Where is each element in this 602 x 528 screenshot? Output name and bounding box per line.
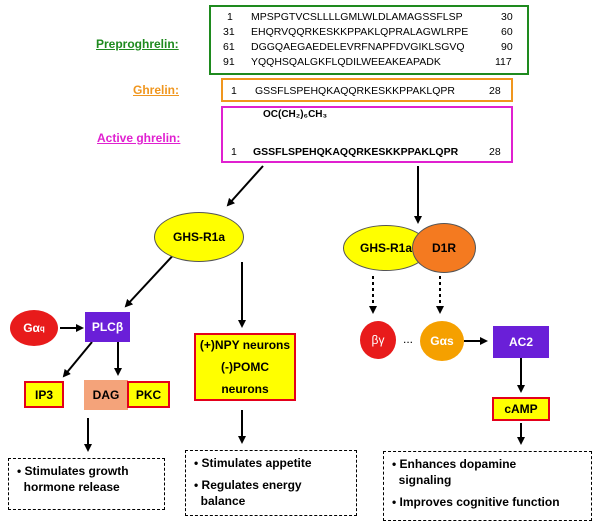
seq-row-2-end: 60 (501, 26, 513, 38)
outcome-middle-line-2: • Regulates energy (194, 478, 302, 492)
ghrelin-end: 28 (489, 85, 501, 97)
outcome-left-box: • Stimulates growth hormone release (8, 458, 165, 510)
outcome-left-line-1: • Stimulates growth (17, 464, 129, 478)
seq-row-2: EHQRVQQRKESKKPPAKLQPRALAGWLRPE (251, 26, 469, 38)
dag-node: DAG (84, 380, 128, 410)
plcb-node: PLCβ (85, 312, 130, 342)
outcome-right-line-3: • Improves cognitive function (392, 495, 560, 509)
ghrelin-seq: GSSFLSPEHQKAQQRKESKKPPAKLQPR (255, 85, 455, 97)
ghsr-left-node: GHS-R1a (154, 212, 244, 262)
active-ghrelin-box: OC(CH₂)₆CH₃ 1 GSSFLSPEHQKAQQRKESKKPPAKLQ… (221, 106, 513, 163)
outcome-right-line-2: signaling (392, 473, 452, 487)
arrow-ghsr-to-plcb (124, 249, 179, 308)
ghrelin-box: 1 GSSFLSPEHQKAQQRKESKKPPAKLQPR 28 (221, 78, 513, 102)
gas-node: Gαs (420, 321, 464, 361)
outcome-right-box: • Enhances dopamine signaling • Improves… (383, 451, 592, 521)
seq-row-2-start: 31 (223, 26, 235, 38)
active-start: 1 (231, 146, 237, 158)
ghrelin-start: 1 (231, 85, 237, 97)
pkc-node: PKC (127, 381, 170, 408)
arrow-plcb-to-ip3 (62, 341, 93, 378)
seq-row-3: DGGQAEGAEDELEVRFNAPFDVGIKLSGVQ (251, 41, 465, 53)
ip3-node: IP3 (24, 381, 64, 408)
arrow-active-to-ghsr-left (226, 165, 264, 207)
seq-row-3-end: 90 (501, 41, 513, 53)
seq-row-1: MPSPGTVCSLLLLGMLWLDLAMAGSSFLSP (251, 11, 463, 23)
outcome-right-line-1: • Enhances dopamine (392, 457, 517, 471)
d1r-node: D1R (412, 223, 476, 273)
active-end: 28 (489, 146, 501, 158)
beta-gamma-node: βγ (360, 321, 396, 359)
neurons-box: (+)NPY neurons (-)POMC neurons (194, 333, 296, 401)
outcome-middle-box: • Stimulates appetite • Regulates energy… (185, 450, 357, 516)
dots-connector: ... (402, 332, 413, 346)
camp-node: cAMP (492, 397, 550, 421)
seq-row-4: YQQHSQALGKFLQDILWEEAKEAPADK (251, 56, 441, 68)
npy-neurons: (+)NPY neurons (199, 338, 291, 352)
ghrelin-label: Ghrelin: (133, 83, 180, 97)
active-seq: GSSFLSPEHQKAQQRKESKKPPAKLQPR (253, 146, 459, 158)
gaq-main: Gα (23, 321, 40, 335)
seq-row-4-start: 91 (223, 56, 235, 68)
seq-row-4-end: 117 (495, 56, 512, 68)
active-ghrelin-label: Active ghrelin: (97, 131, 181, 145)
outcome-middle-line-1: • Stimulates appetite (194, 456, 312, 470)
octanoyl-modification: OC(CH₂)₆CH₃ (263, 109, 328, 120)
pomc-neurons: (-)POMC neurons (221, 360, 269, 396)
gaq-sub: q (39, 323, 45, 333)
ac2-node: AC2 (493, 326, 549, 358)
seq-row-3-start: 61 (223, 41, 235, 53)
preproghrelin-box: 1 MPSPGTVCSLLLLGMLWLDLAMAGSSFLSP 30 31 E… (209, 5, 529, 75)
preproghrelin-label: Preproghrelin: (96, 37, 179, 51)
seq-row-1-start: 1 (227, 11, 233, 23)
outcome-left-line-2: hormone release (17, 480, 120, 494)
seq-row-1-end: 30 (501, 11, 513, 23)
outcome-middle-line-3: balance (194, 494, 246, 508)
